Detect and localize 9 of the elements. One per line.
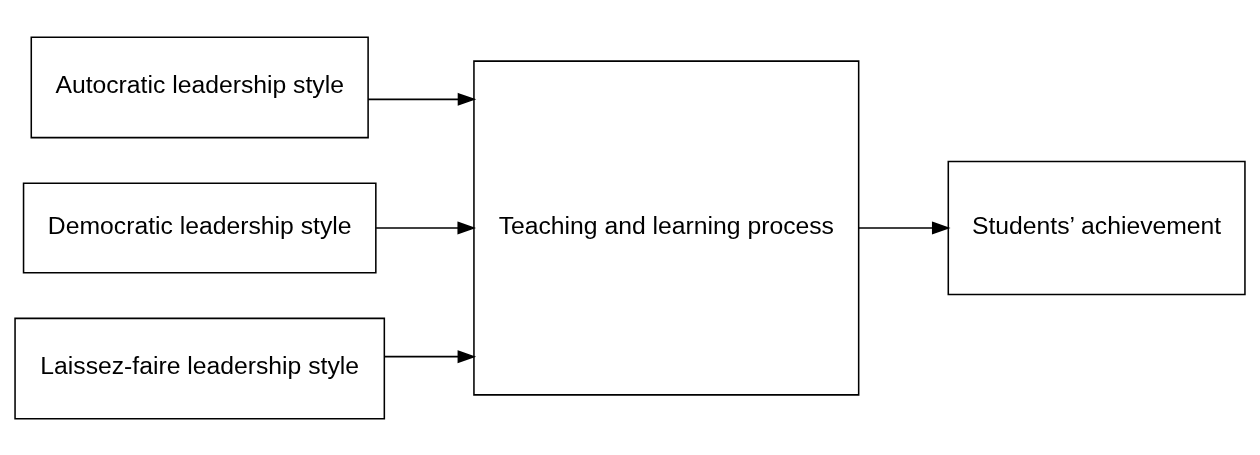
- arrow: [384, 349, 477, 363]
- node-box: Teaching and learning process: [473, 59, 860, 396]
- node-box: Autocratic leadership style: [30, 35, 369, 138]
- node-box: Democratic leadership style: [22, 181, 377, 274]
- node-box: Students’ achievement: [947, 160, 1246, 295]
- arrow: [367, 92, 477, 106]
- arrow: [858, 221, 951, 234]
- arrow: [375, 221, 476, 234]
- node-box: Laissez-faire leadership style: [14, 317, 386, 420]
